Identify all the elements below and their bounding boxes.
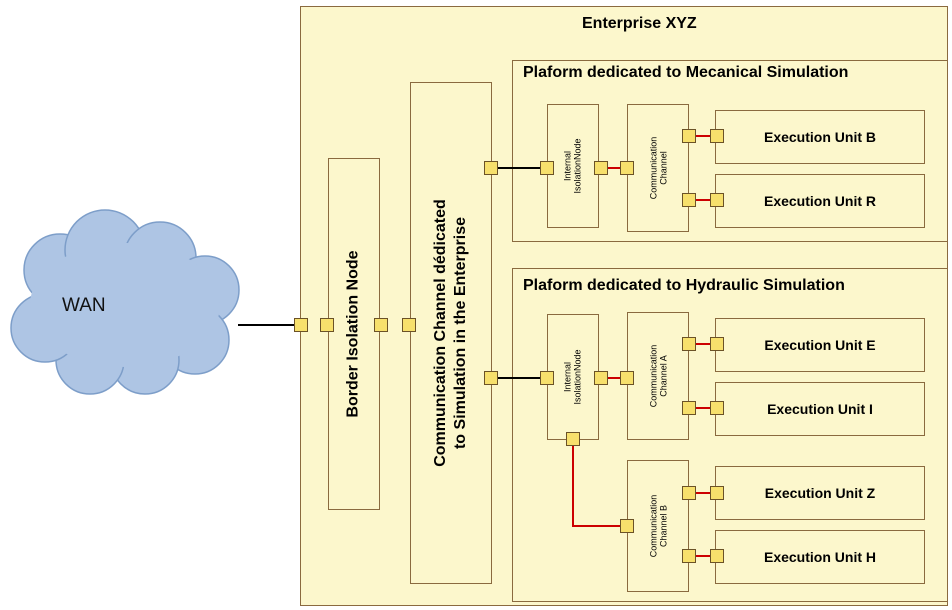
port-hyd-channel-b-z — [682, 486, 696, 500]
border-isolation-node[interactable]: Border Isolation Node — [328, 158, 380, 510]
execution-unit-b[interactable]: Execution Unit B — [715, 110, 925, 164]
hyd-internal-isolation-node[interactable]: Internal IsolationNode — [547, 314, 599, 440]
port-unit-z — [710, 486, 724, 500]
port-unit-b — [710, 129, 724, 143]
hyd-communication-channel-a[interactable]: Communication Channel A — [627, 312, 689, 440]
port-hyd-node-bottom — [566, 432, 580, 446]
hyd-node-channel-b-link — [572, 446, 622, 527]
port-hyd-node-left — [540, 371, 554, 385]
port-hyd-node-right — [594, 371, 608, 385]
port-hyd-channel-a-i — [682, 401, 696, 415]
port-border-left-2 — [320, 318, 334, 332]
port-hyd-channel-b-left — [620, 519, 634, 533]
wan-label: WAN — [62, 295, 106, 316]
mechanical-platform-title: Plaform dedicated to Mecanical Simulatio… — [523, 64, 849, 81]
port-unit-e — [710, 337, 724, 351]
port-channel-left — [402, 318, 416, 332]
enterprise-communication-channel[interactable]: Communication Channel dédicated to Simul… — [410, 82, 492, 584]
port-unit-i — [710, 401, 724, 415]
hydraulic-platform-title: Plaform dedicated to Hydraulic Simulatio… — [523, 277, 845, 294]
execution-unit-r[interactable]: Execution Unit R — [715, 174, 925, 228]
mech-communication-channel[interactable]: Communication Channel — [627, 104, 689, 232]
port-border-left — [294, 318, 308, 332]
port-hyd-channel-b-h — [682, 549, 696, 563]
execution-unit-i[interactable]: Execution Unit I — [715, 382, 925, 436]
port-channel-hyd — [484, 371, 498, 385]
port-mech-channel-left — [620, 161, 634, 175]
port-mech-channel-r — [682, 193, 696, 207]
port-unit-h — [710, 549, 724, 563]
port-hyd-channel-a-left — [620, 371, 634, 385]
port-mech-channel-b — [682, 129, 696, 143]
port-mech-node-left — [540, 161, 554, 175]
enterprise-title: Enterprise XYZ — [582, 15, 697, 32]
execution-unit-h[interactable]: Execution Unit H — [715, 530, 925, 584]
execution-unit-e[interactable]: Execution Unit E — [715, 318, 925, 372]
port-unit-r — [710, 193, 724, 207]
port-channel-mech — [484, 161, 498, 175]
execution-unit-z[interactable]: Execution Unit Z — [715, 466, 925, 520]
port-border-right — [374, 318, 388, 332]
port-mech-node-right — [594, 161, 608, 175]
port-hyd-channel-a-e — [682, 337, 696, 351]
wan-cloud-icon — [10, 209, 240, 395]
